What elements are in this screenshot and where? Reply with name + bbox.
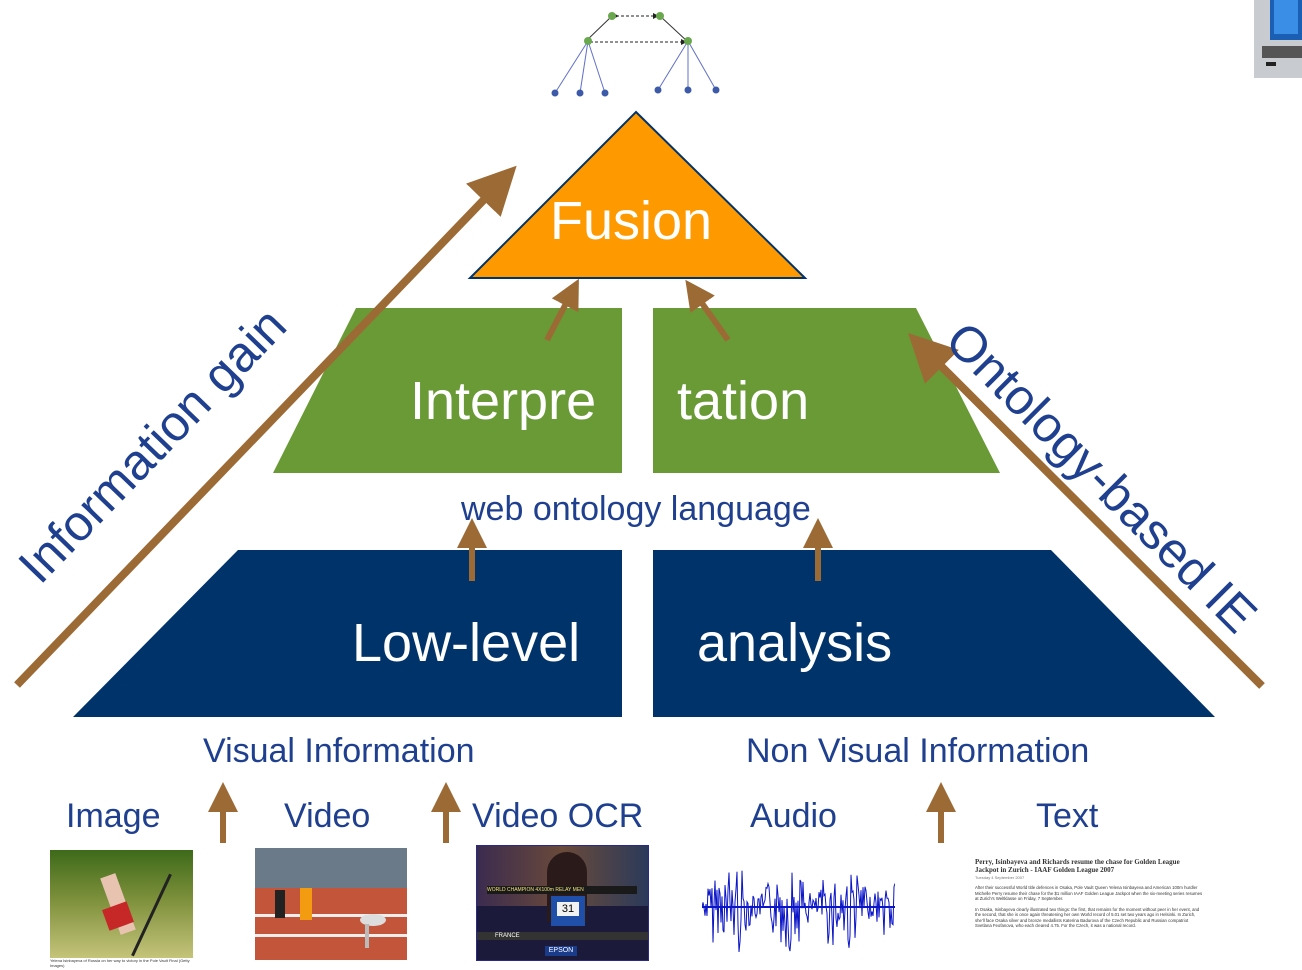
- lowlevel-right-label: analysis: [697, 613, 893, 673]
- text-article-thumbnail: Perry, Isinbayeva and Richards resume th…: [975, 858, 1205, 968]
- web-ontology-language-label: web ontology language: [461, 490, 811, 528]
- image-caption: Yelena Isinbayeva of Russia on her way t…: [50, 958, 190, 968]
- fusion-level: [467, 110, 808, 279]
- ontology-graph-icon: [551, 12, 720, 97]
- interpretation-left: [273, 308, 622, 473]
- ocr-country: FRANCE: [495, 933, 520, 939]
- source-audio-label: Audio: [750, 797, 837, 835]
- article-date: Tuesday 4 September 2007: [975, 875, 1025, 880]
- lowlevel-left-label: Low-level: [352, 613, 581, 673]
- non-visual-information-label: Non Visual Information: [746, 732, 1090, 770]
- fusion-label: Fusion: [550, 191, 713, 251]
- ocr-sponsor: EPSON: [545, 946, 577, 956]
- article-para-1: After their successful World title defen…: [975, 885, 1203, 901]
- ocr-bib: 31: [557, 902, 579, 916]
- source-video-label: Video: [284, 797, 371, 835]
- article-headline: Perry, Isinbayeva and Richards resume th…: [975, 858, 1180, 874]
- article-para-2: In Osaka, Isinbayeva clearly illustrated…: [975, 906, 1200, 929]
- interpretation-left-label: Interpre: [410, 371, 597, 431]
- video-thumbnail: [255, 848, 407, 960]
- information-gain-arrow: [14, 165, 517, 688]
- visual-information-label: Visual Information: [203, 732, 475, 770]
- audio-waveform-thumbnail: [702, 870, 895, 953]
- arrow-interp-to-fusion-right: [685, 279, 731, 342]
- ontology-ie-arrow: [908, 333, 1265, 689]
- image-thumbnail: Yelena Isinbayeva of Russia on her way t…: [50, 850, 193, 970]
- interpretation-right-label: tation: [677, 371, 810, 431]
- ocr-overlay: WORLD CHAMPION 4X100m RELAY MEN: [487, 886, 637, 894]
- video-ocr-thumbnail: 31 WORLD CHAMPION 4X100m RELAY MEN FRANC…: [476, 845, 649, 961]
- source-text-label: Text: [1036, 797, 1099, 835]
- computer-icon: [1254, 0, 1302, 78]
- source-video-ocr-label: Video OCR: [472, 797, 644, 835]
- analysis-right: [653, 550, 1215, 717]
- analysis-left: [73, 550, 622, 717]
- source-image-label: Image: [66, 797, 161, 835]
- arrow-interp-to-fusion-left: [544, 278, 579, 342]
